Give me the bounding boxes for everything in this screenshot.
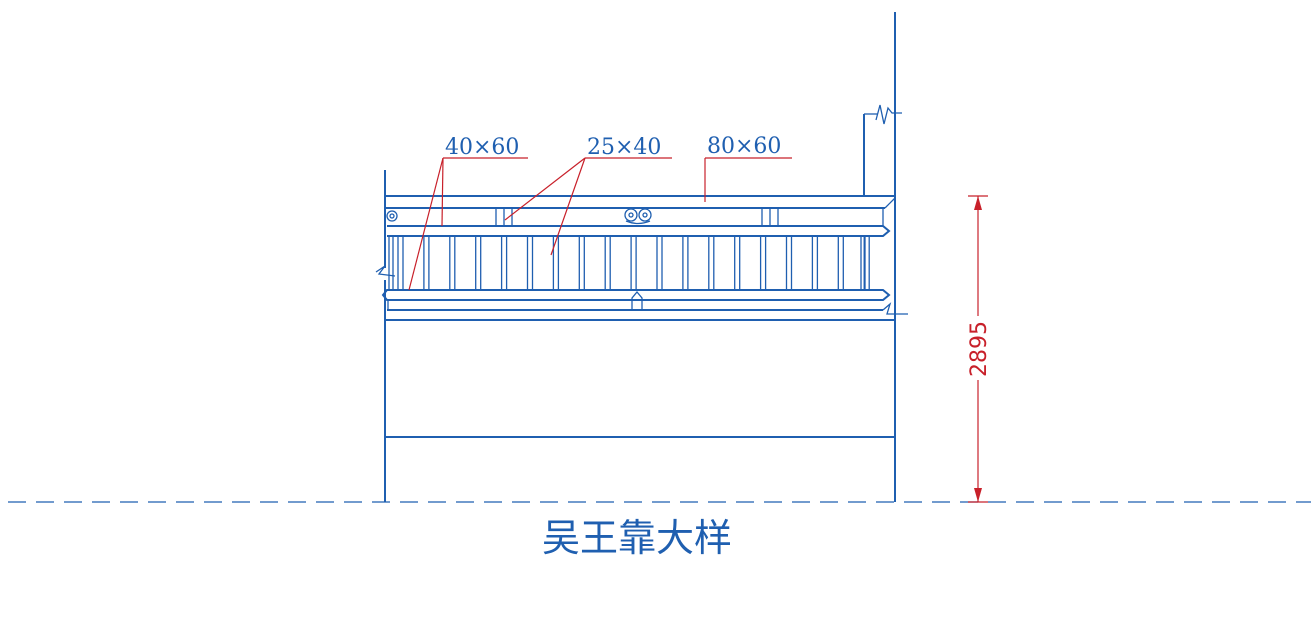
baluster: [630, 235, 637, 291]
baluster: [500, 235, 508, 291]
bottom-rail: [381, 289, 908, 315]
leader-40x60: [408, 157, 528, 291]
baluster: [785, 235, 793, 291]
baluster: [708, 235, 715, 291]
right-column: [863, 12, 902, 502]
baluster: [397, 235, 404, 291]
baluster: [526, 235, 534, 291]
baluster: [759, 235, 767, 291]
height-dimension: [968, 195, 988, 503]
left-post: [375, 170, 396, 502]
dimension-2895: 2895: [967, 321, 992, 377]
baluster: [604, 235, 611, 291]
baluster: [552, 235, 560, 291]
baluster: [682, 235, 689, 291]
leader-80x60: [704, 157, 792, 202]
baluster: [475, 235, 482, 291]
panel-end-post: [388, 235, 394, 291]
baluster: [734, 235, 741, 291]
top-rail: [385, 195, 896, 226]
panel-end-post: [860, 235, 866, 291]
floral-carving-icon: [386, 208, 652, 225]
baluster: [811, 235, 819, 291]
balusters: [388, 235, 870, 291]
drawing-caption: 吴王靠大样: [542, 516, 732, 560]
upper-posts: [495, 207, 779, 227]
baluster: [656, 235, 663, 291]
leader-25x40: [504, 157, 672, 256]
label-80x60: 80×60: [707, 134, 781, 159]
baluster: [449, 235, 456, 291]
label-40x60: 40×60: [445, 135, 519, 160]
middle-rail: [387, 225, 891, 237]
baluster: [837, 235, 844, 291]
bench-base: [385, 319, 895, 438]
label-25x40: 25×40: [587, 135, 661, 160]
baluster: [578, 235, 585, 291]
baluster: [423, 235, 430, 291]
